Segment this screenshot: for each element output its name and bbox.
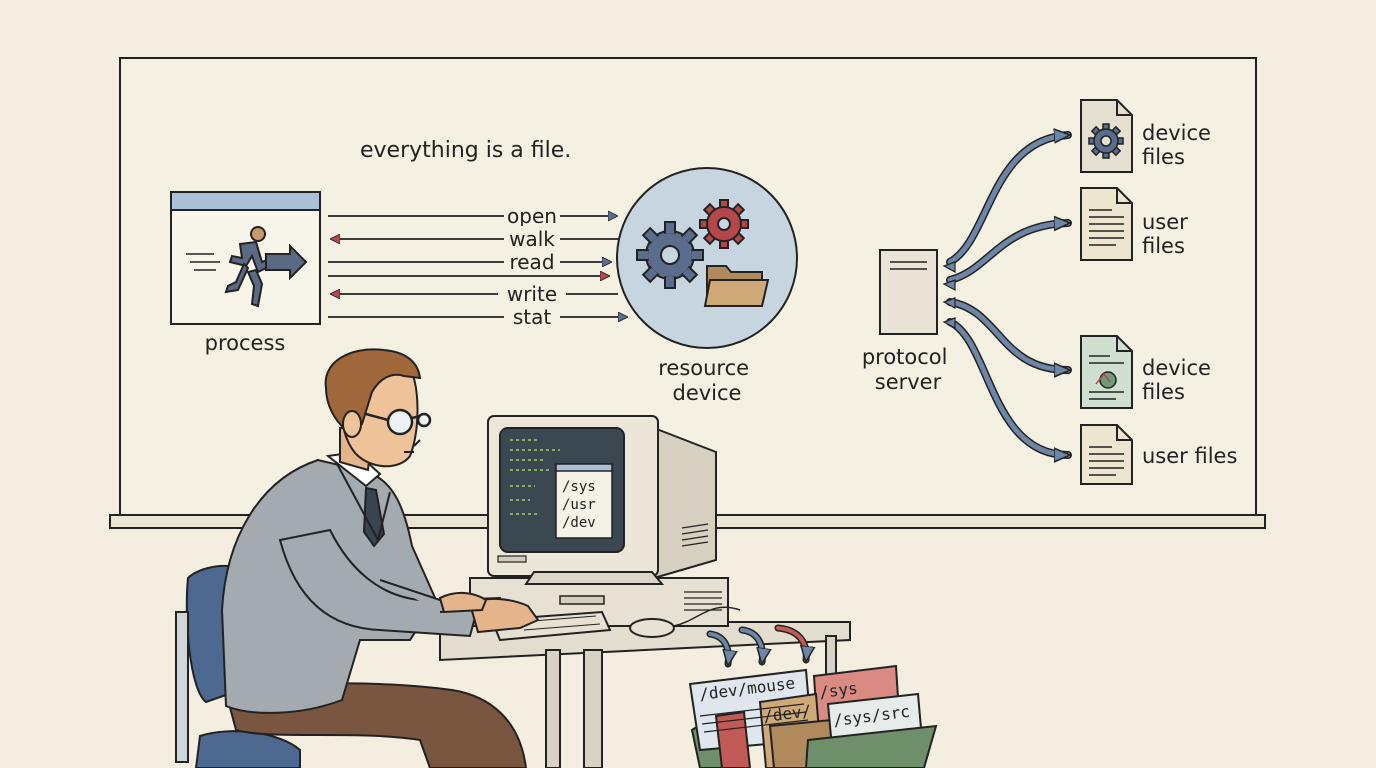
gear-icon bbox=[636, 221, 704, 289]
svg-text:/sys: /sys bbox=[562, 479, 596, 495]
person bbox=[220, 348, 540, 768]
crt-monitor: /sys /usr /dev bbox=[487, 415, 717, 585]
svg-text:files: files bbox=[1142, 234, 1185, 258]
folder-arrows bbox=[706, 624, 806, 664]
folder-icon bbox=[703, 265, 770, 307]
resource-device bbox=[616, 167, 798, 349]
operation-label-background bbox=[504, 304, 560, 326]
board-title: everything is a file. bbox=[360, 138, 571, 163]
operation-label-background bbox=[504, 203, 560, 225]
gear-document-icon bbox=[1080, 99, 1133, 173]
svg-text:/usr: /usr bbox=[562, 497, 596, 513]
svg-text:user files: user files bbox=[1142, 444, 1237, 468]
operation-label-background bbox=[504, 249, 560, 271]
operation-label: open bbox=[507, 204, 557, 228]
svg-text:user: user bbox=[1142, 210, 1188, 234]
operation-label: write bbox=[507, 282, 557, 306]
operation-label: read bbox=[509, 250, 554, 274]
glasses-icon bbox=[365, 408, 432, 436]
file-target-label: user files bbox=[1142, 444, 1237, 468]
server-file-arrows bbox=[942, 135, 1072, 455]
svg-text:/dev: /dev bbox=[562, 515, 596, 531]
file-folders: /dev/mouse /sys /dev/ /sys/src bbox=[688, 664, 938, 768]
chart-document-icon bbox=[1080, 335, 1133, 409]
terminal-window: /sys /usr /dev bbox=[555, 463, 613, 539]
file-target-label: user files bbox=[1142, 210, 1188, 258]
file-target-label: device files bbox=[1142, 356, 1211, 404]
text-document-icon bbox=[1080, 187, 1133, 261]
svg-text:files: files bbox=[1142, 145, 1185, 169]
gear-icon bbox=[699, 199, 749, 249]
operation-label-background bbox=[504, 226, 560, 248]
mouse-icon bbox=[629, 606, 741, 638]
operation-label: walk bbox=[509, 227, 555, 251]
text-document-icon bbox=[1080, 424, 1133, 485]
resource-label: resource device bbox=[658, 356, 756, 405]
process-label: process bbox=[205, 331, 286, 355]
file-target-label: device files bbox=[1142, 121, 1211, 169]
operation-label: stat bbox=[513, 305, 552, 329]
svg-text:device: device bbox=[1142, 121, 1211, 145]
process-window bbox=[170, 191, 321, 325]
svg-text:/sys: /sys bbox=[818, 678, 859, 702]
running-person-icon bbox=[186, 226, 308, 308]
svg-text:files: files bbox=[1142, 380, 1185, 404]
protocol-server bbox=[879, 249, 938, 335]
svg-text:device: device bbox=[1142, 356, 1211, 380]
server-label: protocol server bbox=[862, 345, 954, 394]
operation-label-background bbox=[498, 281, 566, 303]
